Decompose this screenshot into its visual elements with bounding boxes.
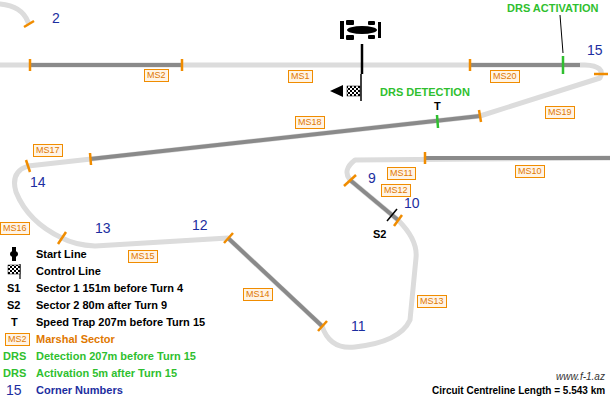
length-note: Circuit Centreline Length = 5.543 km: [432, 385, 605, 397]
legend-text: Detection 207m before Turn 15: [36, 350, 196, 363]
tick: [594, 73, 608, 76]
corner-number: 10: [404, 195, 420, 211]
track-main: [0, 65, 610, 347]
tick: [181, 59, 184, 71]
marshal-sector-badge: MS19: [545, 106, 575, 119]
tick: [58, 232, 66, 244]
legend-key: 15: [6, 382, 22, 398]
tick: [424, 152, 427, 164]
tick: [394, 215, 402, 226]
corner-number: 9: [368, 170, 376, 186]
legend-text: Control Line: [36, 265, 101, 278]
legend-key: DRS: [3, 367, 26, 380]
speed-trap-label: T: [434, 100, 441, 113]
sector-label: S2: [373, 228, 386, 241]
legend-text: Marshal Sector: [36, 333, 115, 346]
tick: [469, 59, 472, 71]
front-wing: [378, 22, 381, 38]
marshal-sector-badge: MS2: [144, 69, 169, 82]
start-line: [361, 44, 364, 74]
marshal-sector-text: MS15: [131, 251, 155, 262]
drs-activation-line: [562, 56, 565, 74]
segment: [90, 116, 480, 159]
rear-wing: [340, 21, 344, 39]
marshal-sector-text: MS14: [246, 289, 270, 300]
marshal-sector-text: MS12: [384, 185, 408, 196]
tick: [224, 233, 233, 243]
watermark: www.f-1.az: [556, 371, 605, 383]
car-body: [347, 26, 377, 34]
drs-label: DRS ACTIVATION: [507, 2, 598, 15]
f1-car-icon: [340, 20, 381, 40]
legend-text: Corner Numbers: [36, 384, 123, 397]
legend-text: Sector 2 80m after Turn 9: [36, 299, 167, 312]
start-line-symbol: [10, 251, 18, 257]
marshal-sector-text: MS2: [147, 70, 166, 81]
corner-number: 12: [192, 217, 208, 233]
marshal-sector-badge: MS10: [515, 165, 545, 178]
marshal-sector-text: MS18: [298, 117, 322, 128]
track: [0, 4, 610, 347]
control-line: [360, 74, 362, 101]
drs-label: DRS DETECTION: [380, 86, 470, 99]
tick: [24, 21, 34, 27]
tick: [479, 110, 481, 122]
corner-number: 2: [52, 10, 60, 26]
marshal-sector-text: MS1: [291, 71, 310, 82]
sector-2-line: [387, 209, 397, 221]
marshal-sector-badge: MS11: [387, 167, 416, 180]
marshal-sector-badge: MS20: [490, 70, 520, 83]
segment: [425, 156, 610, 160]
corner-number: 15: [587, 42, 603, 58]
marshal-sector-badge: MS1: [288, 70, 313, 83]
marshal-sector-text: MS16: [3, 223, 27, 234]
chequered-flag: [347, 86, 360, 96]
marshal-sector-badge: MS15: [128, 250, 158, 263]
marshal-sector-badge: MS16: [0, 222, 30, 235]
legend-key: S2: [7, 299, 20, 312]
tick: [318, 321, 327, 331]
marshal-sector-badge: MS18: [295, 116, 325, 129]
marshal-sector-text: MS13: [420, 296, 444, 307]
wheel: [368, 35, 375, 39]
tick: [344, 175, 356, 186]
segment: [30, 63, 182, 67]
direction-arrow: [330, 85, 343, 97]
marshal-sector-text: MS19: [548, 107, 572, 118]
marshal-sector-text: MS2: [8, 334, 27, 345]
sector-ticks: [24, 21, 608, 331]
legend-symbols: [8, 247, 20, 279]
legend-key: S1: [7, 282, 20, 295]
marshal-sector-text: MS10: [518, 166, 542, 177]
drs-detection-line: [437, 115, 438, 128]
legend-text: Start Line: [36, 248, 87, 261]
track-turn-2: [0, 4, 28, 22]
legend-text: Activation 5m after Turn 15: [36, 367, 177, 380]
legend-key: DRS: [3, 350, 26, 363]
marshal-sector-badge: MS2: [5, 333, 30, 346]
corner-number: 13: [95, 220, 111, 236]
marshal-sector-badge: MS14: [243, 288, 273, 301]
wheel: [368, 21, 375, 25]
legend-text: Sector 1 151m before Turn 4: [36, 282, 183, 295]
marshal-segments: [30, 65, 610, 326]
tick: [90, 153, 91, 165]
segment: [228, 238, 322, 326]
marshal-sector-badge: MS13: [417, 295, 447, 308]
marshal-sector-text: MS17: [36, 145, 60, 156]
corner-number: 11: [351, 318, 366, 334]
corner-number: 14: [30, 174, 46, 190]
marshal-sector-text: MS11: [390, 168, 413, 179]
legend-text: Speed Trap 207m before Turn 15: [36, 316, 205, 329]
control-line-symbol: [8, 265, 20, 274]
wheel: [346, 35, 354, 40]
marshal-sector-badge: MS17: [33, 144, 63, 157]
leader-line: [560, 15, 563, 53]
marshal-sector-text: MS20: [493, 71, 517, 82]
tick: [26, 160, 30, 172]
legend-key: T: [11, 316, 18, 329]
tick: [29, 59, 32, 71]
wheel: [346, 20, 354, 25]
